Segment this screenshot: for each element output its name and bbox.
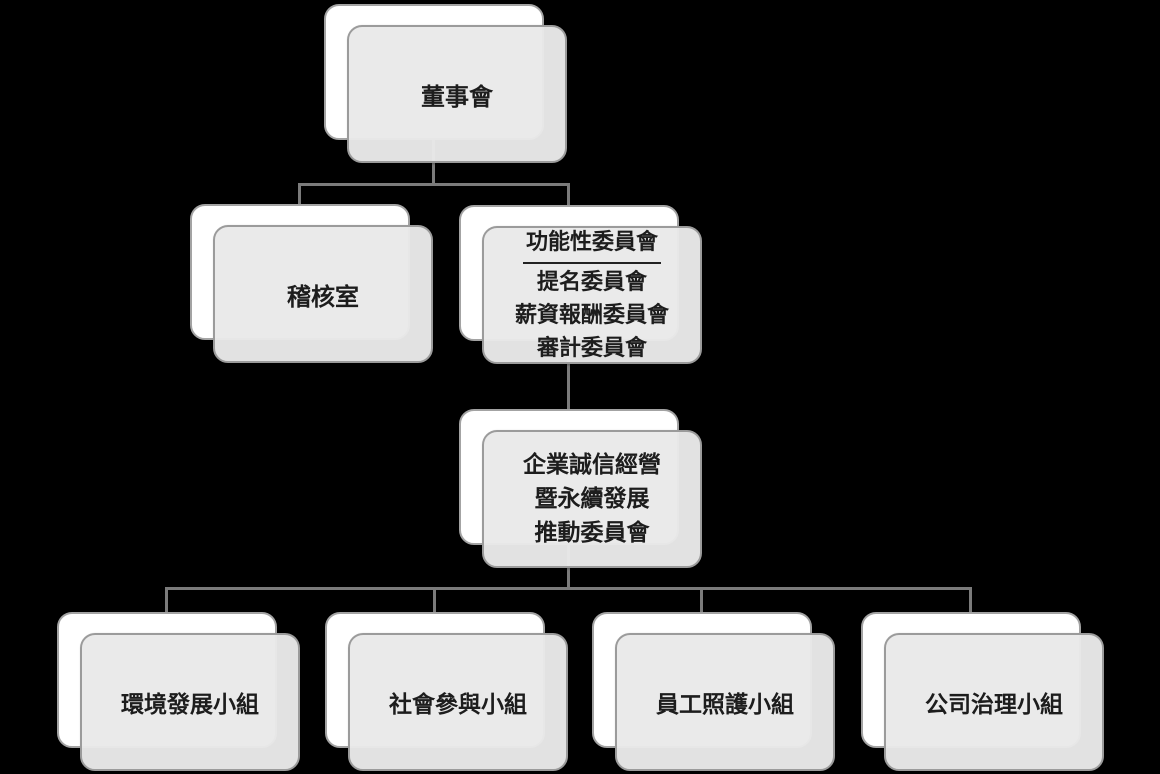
functional-committee-item: 提名委員會	[536, 269, 647, 295]
node-functional-committees: 功能性委員會 提名委員會 薪資報酬委員會 審計委員會	[459, 205, 702, 364]
node-corporate-governance-group: 公司治理小組	[861, 612, 1104, 771]
node-board: 董事會	[324, 4, 567, 163]
connector-bottom-rail	[165, 587, 972, 590]
functional-committee-item: 薪資報酬委員會	[514, 302, 669, 328]
node-audit-office-label: 稽核室	[287, 282, 359, 311]
group-label: 員工照護小組	[656, 692, 794, 718]
node-csr-committee: 企業誠信經營 暨永續發展 推動委員會	[459, 409, 702, 568]
csr-committee-line: 暨永續發展	[534, 486, 650, 512]
connector-drop-group-4	[969, 587, 972, 619]
connector-functional-to-csr	[567, 340, 570, 416]
node-corporate-governance-group-card: 公司治理小組	[884, 633, 1104, 771]
group-label: 環境發展小組	[121, 692, 259, 718]
node-csr-committee-card: 企業誠信經營 暨永續發展 推動委員會	[482, 430, 702, 568]
group-label: 社會參與小組	[389, 692, 527, 718]
functional-committee-item: 審計委員會	[536, 335, 647, 361]
connector-drop-audit	[298, 183, 301, 211]
node-board-label: 董事會	[421, 82, 493, 111]
node-environment-development-group: 環境發展小組	[57, 612, 300, 771]
node-social-participation-group: 社會參與小組	[325, 612, 568, 771]
node-audit-office-card: 稽核室	[213, 225, 433, 363]
connector-board-down	[432, 140, 435, 186]
connector-top-rail	[298, 183, 570, 186]
functional-committees-title: 功能性委員會	[522, 226, 661, 264]
connector-drop-group-1	[165, 587, 168, 619]
connector-drop-group-3	[700, 587, 703, 619]
group-label: 公司治理小組	[925, 692, 1063, 718]
connector-drop-group-2	[433, 587, 436, 619]
csr-committee-line: 企業誠信經營	[523, 452, 661, 478]
csr-committee-line: 推動委員會	[534, 520, 650, 546]
node-functional-committees-card: 功能性委員會 提名委員會 薪資報酬委員會 審計委員會	[482, 226, 702, 364]
node-board-card: 董事會	[347, 25, 567, 163]
connector-drop-functional	[567, 183, 570, 212]
node-social-participation-group-card: 社會參與小組	[348, 633, 568, 771]
node-employee-care-group: 員工照護小組	[592, 612, 835, 771]
node-environment-development-group-card: 環境發展小組	[80, 633, 300, 771]
node-audit-office: 稽核室	[190, 204, 433, 363]
node-employee-care-group-card: 員工照護小組	[615, 633, 835, 771]
